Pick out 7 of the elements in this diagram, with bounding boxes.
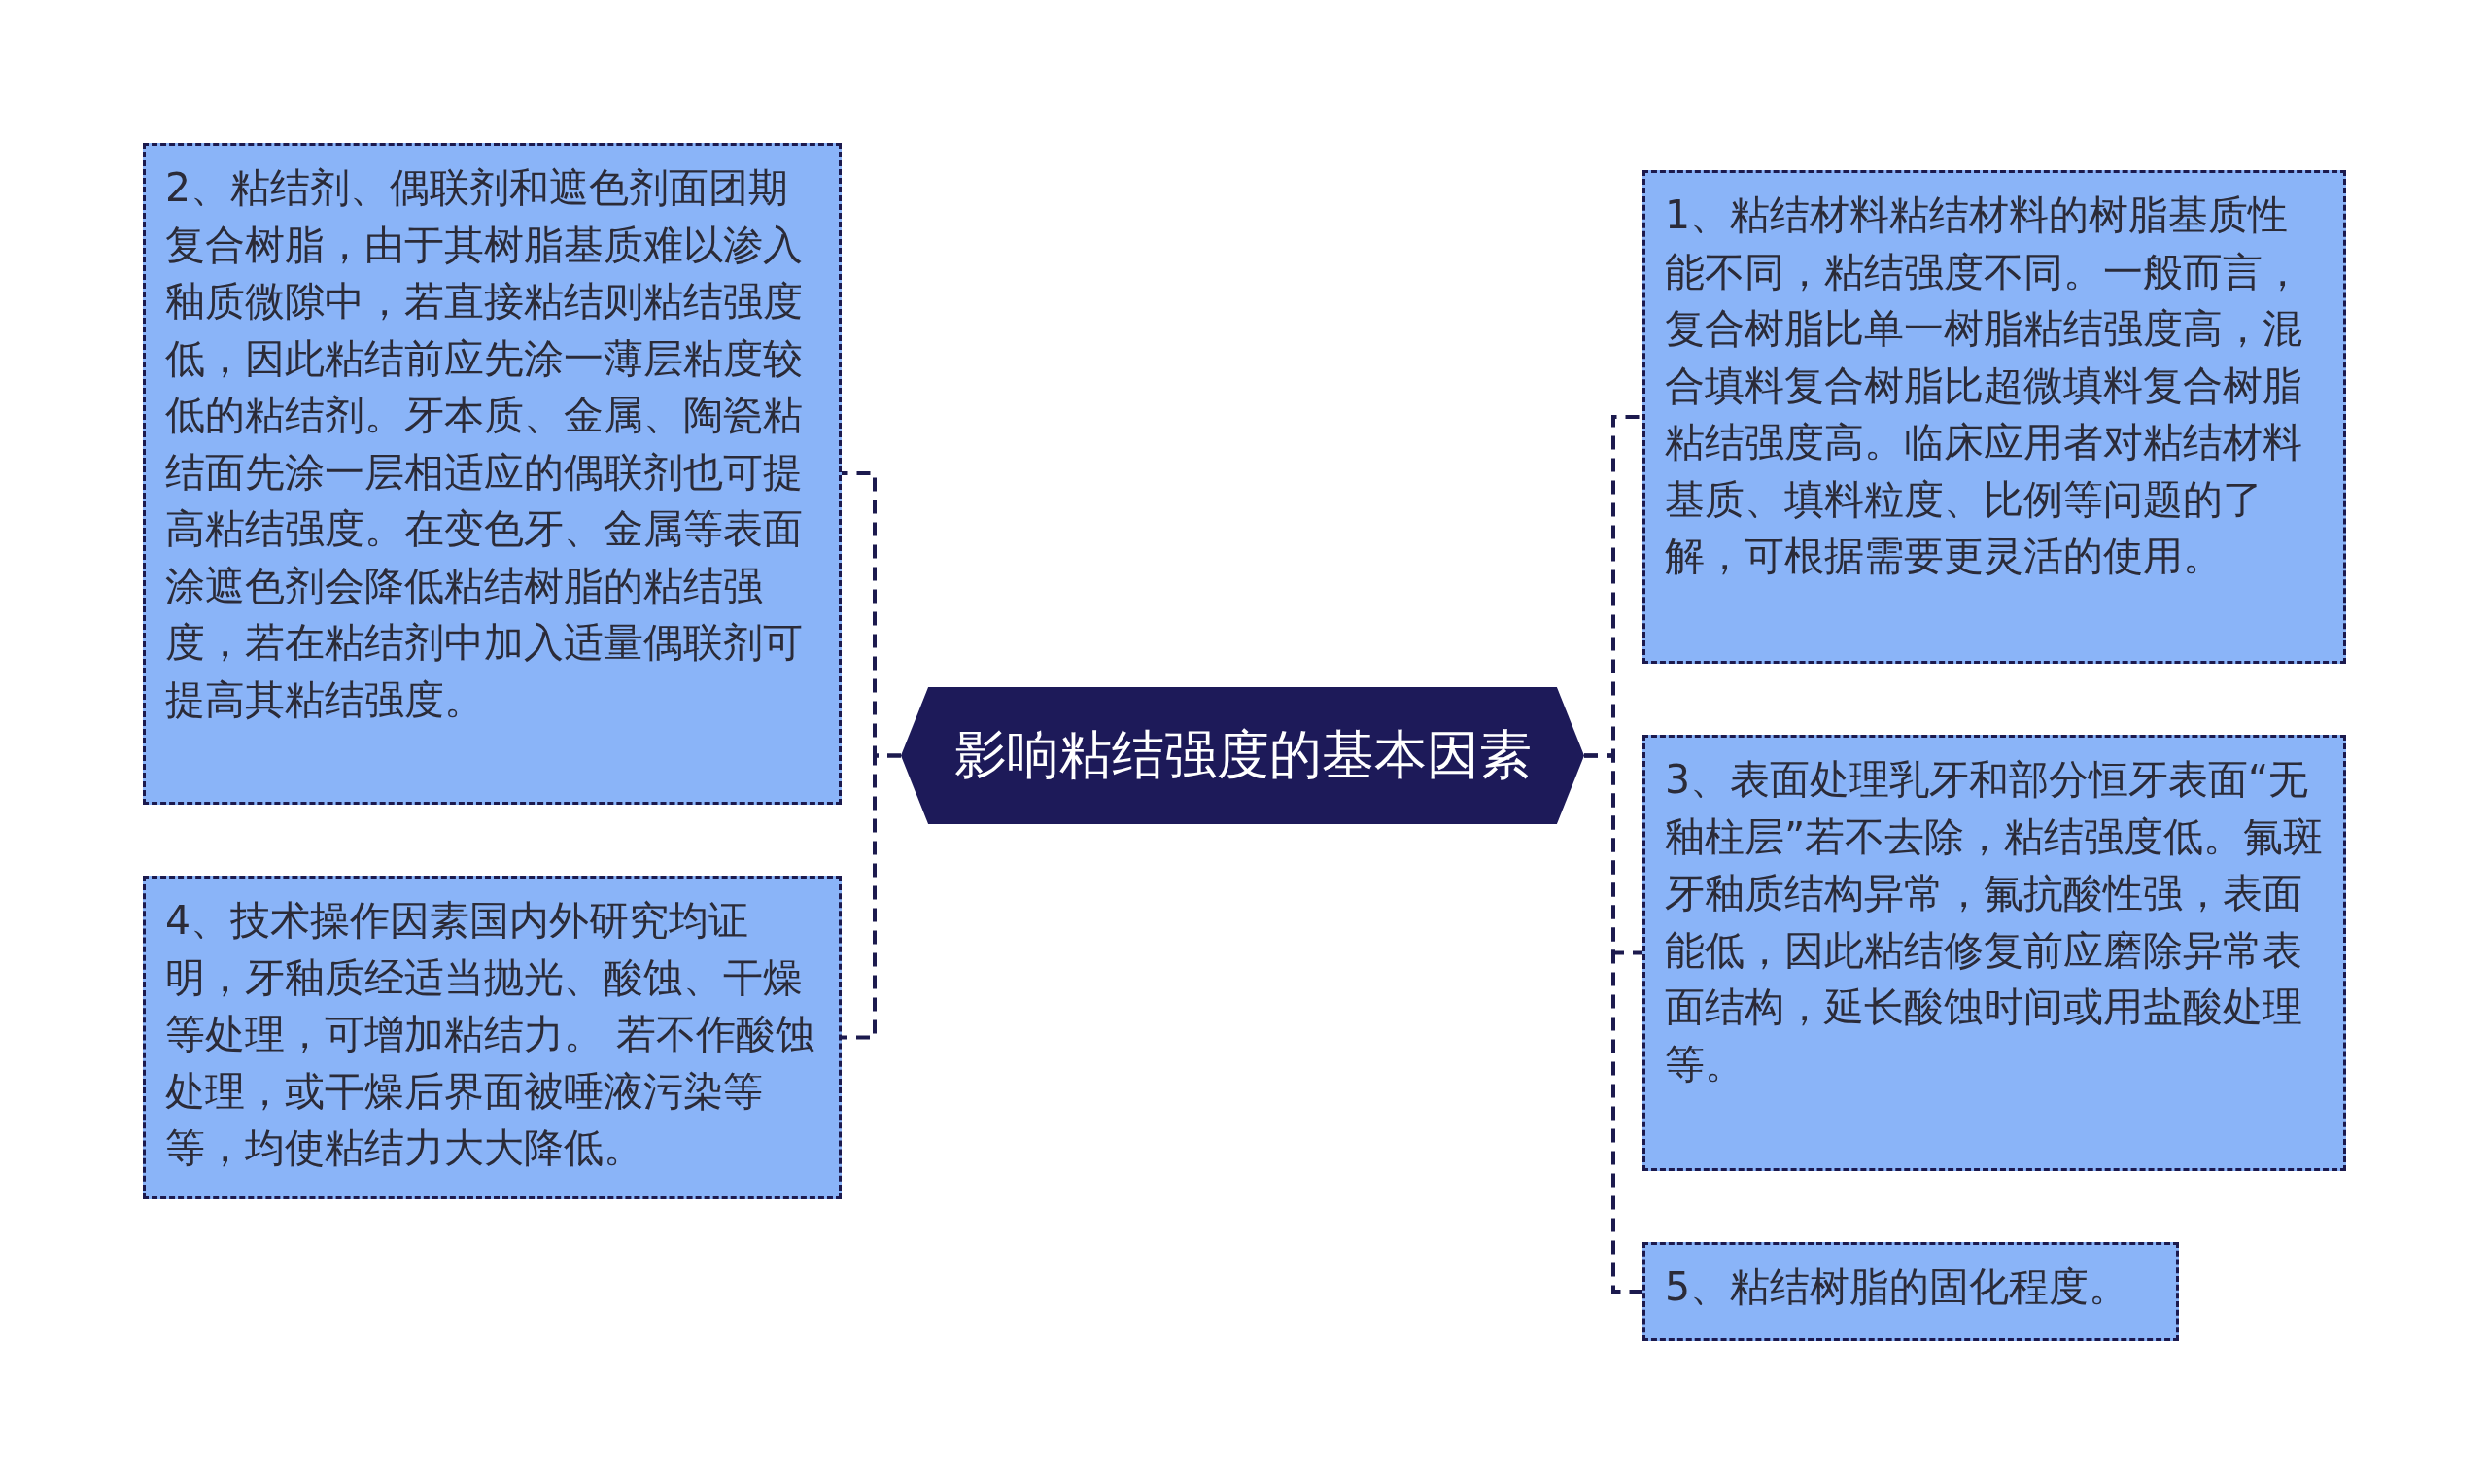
note-box: 2、粘结剂、偶联剂和遮色剂面团期复合树脂，由于其树脂基质难以渗入釉质微隙中，若直接粘结则粘结强度低，因此粘结前应先涂一薄层粘度较低的粘结剂。牙本质、金属、陶瓷粘结面先涂一层相适应的偶联剂也可提高粘结强度。在变色牙、金属等表面涂遮色剂会降低粘结树脂的粘结强度，若在粘结剂中加入适量偶联剂可提高其粘结强度。	[143, 143, 842, 805]
note-box: 5、粘结树脂的固化程度。	[1642, 1242, 2179, 1341]
note-box: 3、表面处理乳牙和部分恒牙表面“无釉柱层”若不去除，粘结强度低。氟斑牙釉质结构异常，氟抗酸性强，表面能低，因此粘结修复前应磨除异常表面结构，延长酸蚀时间或用盐酸处理等。	[1642, 735, 2346, 1171]
connector-line	[1584, 753, 1642, 1294]
note-box: 1、粘结材料粘结材料的树脂基质性能不同，粘结强度不同。一般而言，复合树脂比单一树脂粘结强度高，混合填料复合树脂比超微填料复合树脂粘结强度高。临床应用者对粘结材料基质、填料粒度、比例等问题的了解，可根据需要更灵活的使用。	[1642, 170, 2346, 664]
note-box: 4、技术操作因素国内外研究均证明，牙釉质经适当抛光、酸蚀、干燥等处理，可增加粘结力。 若不作酸蚀处理，或干燥后界面被唾液污染等等，均使粘结力大大降低。	[143, 876, 842, 1199]
connector-line	[842, 753, 901, 1040]
